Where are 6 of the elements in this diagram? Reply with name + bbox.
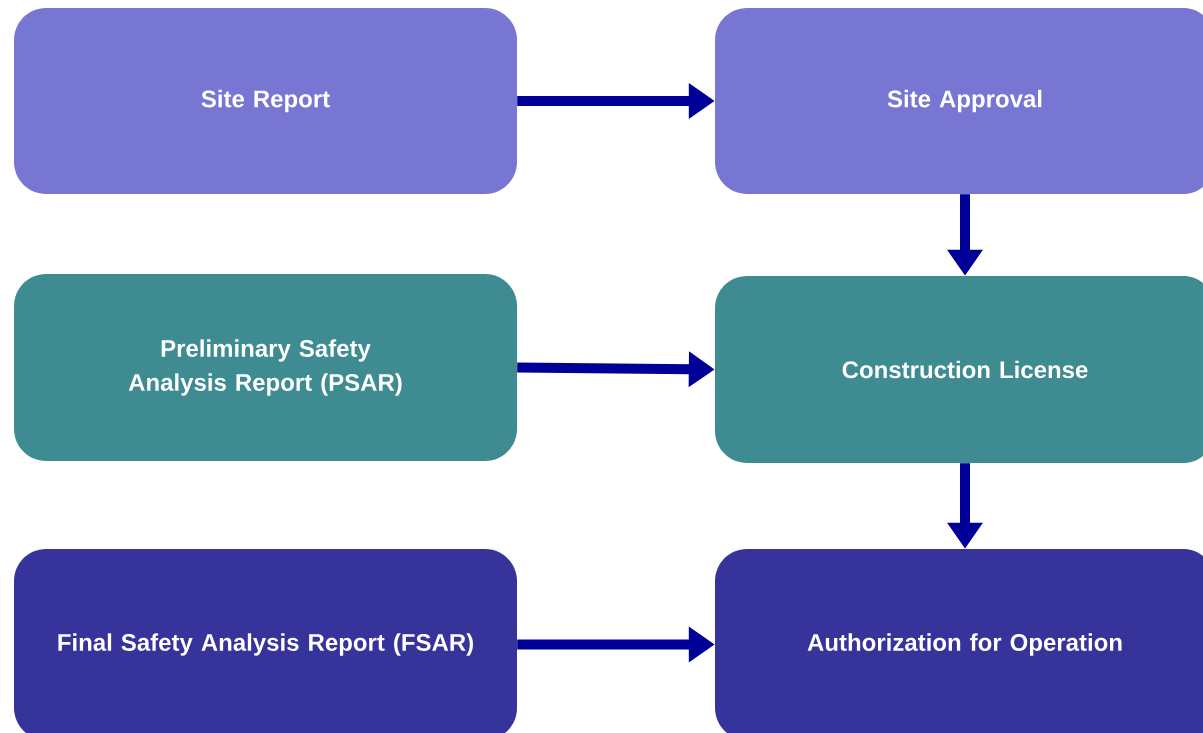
process-box: Final Safety Analysis Report (FSAR) xyxy=(14,549,517,733)
process-box: Construction License xyxy=(715,276,1203,463)
process-box: Authorization for Operation xyxy=(715,549,1203,733)
process-box: Preliminary Safety Analysis Report (PSAR) xyxy=(14,274,517,461)
process-box: Site Report xyxy=(14,8,517,194)
process-box: Site Approval xyxy=(715,8,1203,194)
